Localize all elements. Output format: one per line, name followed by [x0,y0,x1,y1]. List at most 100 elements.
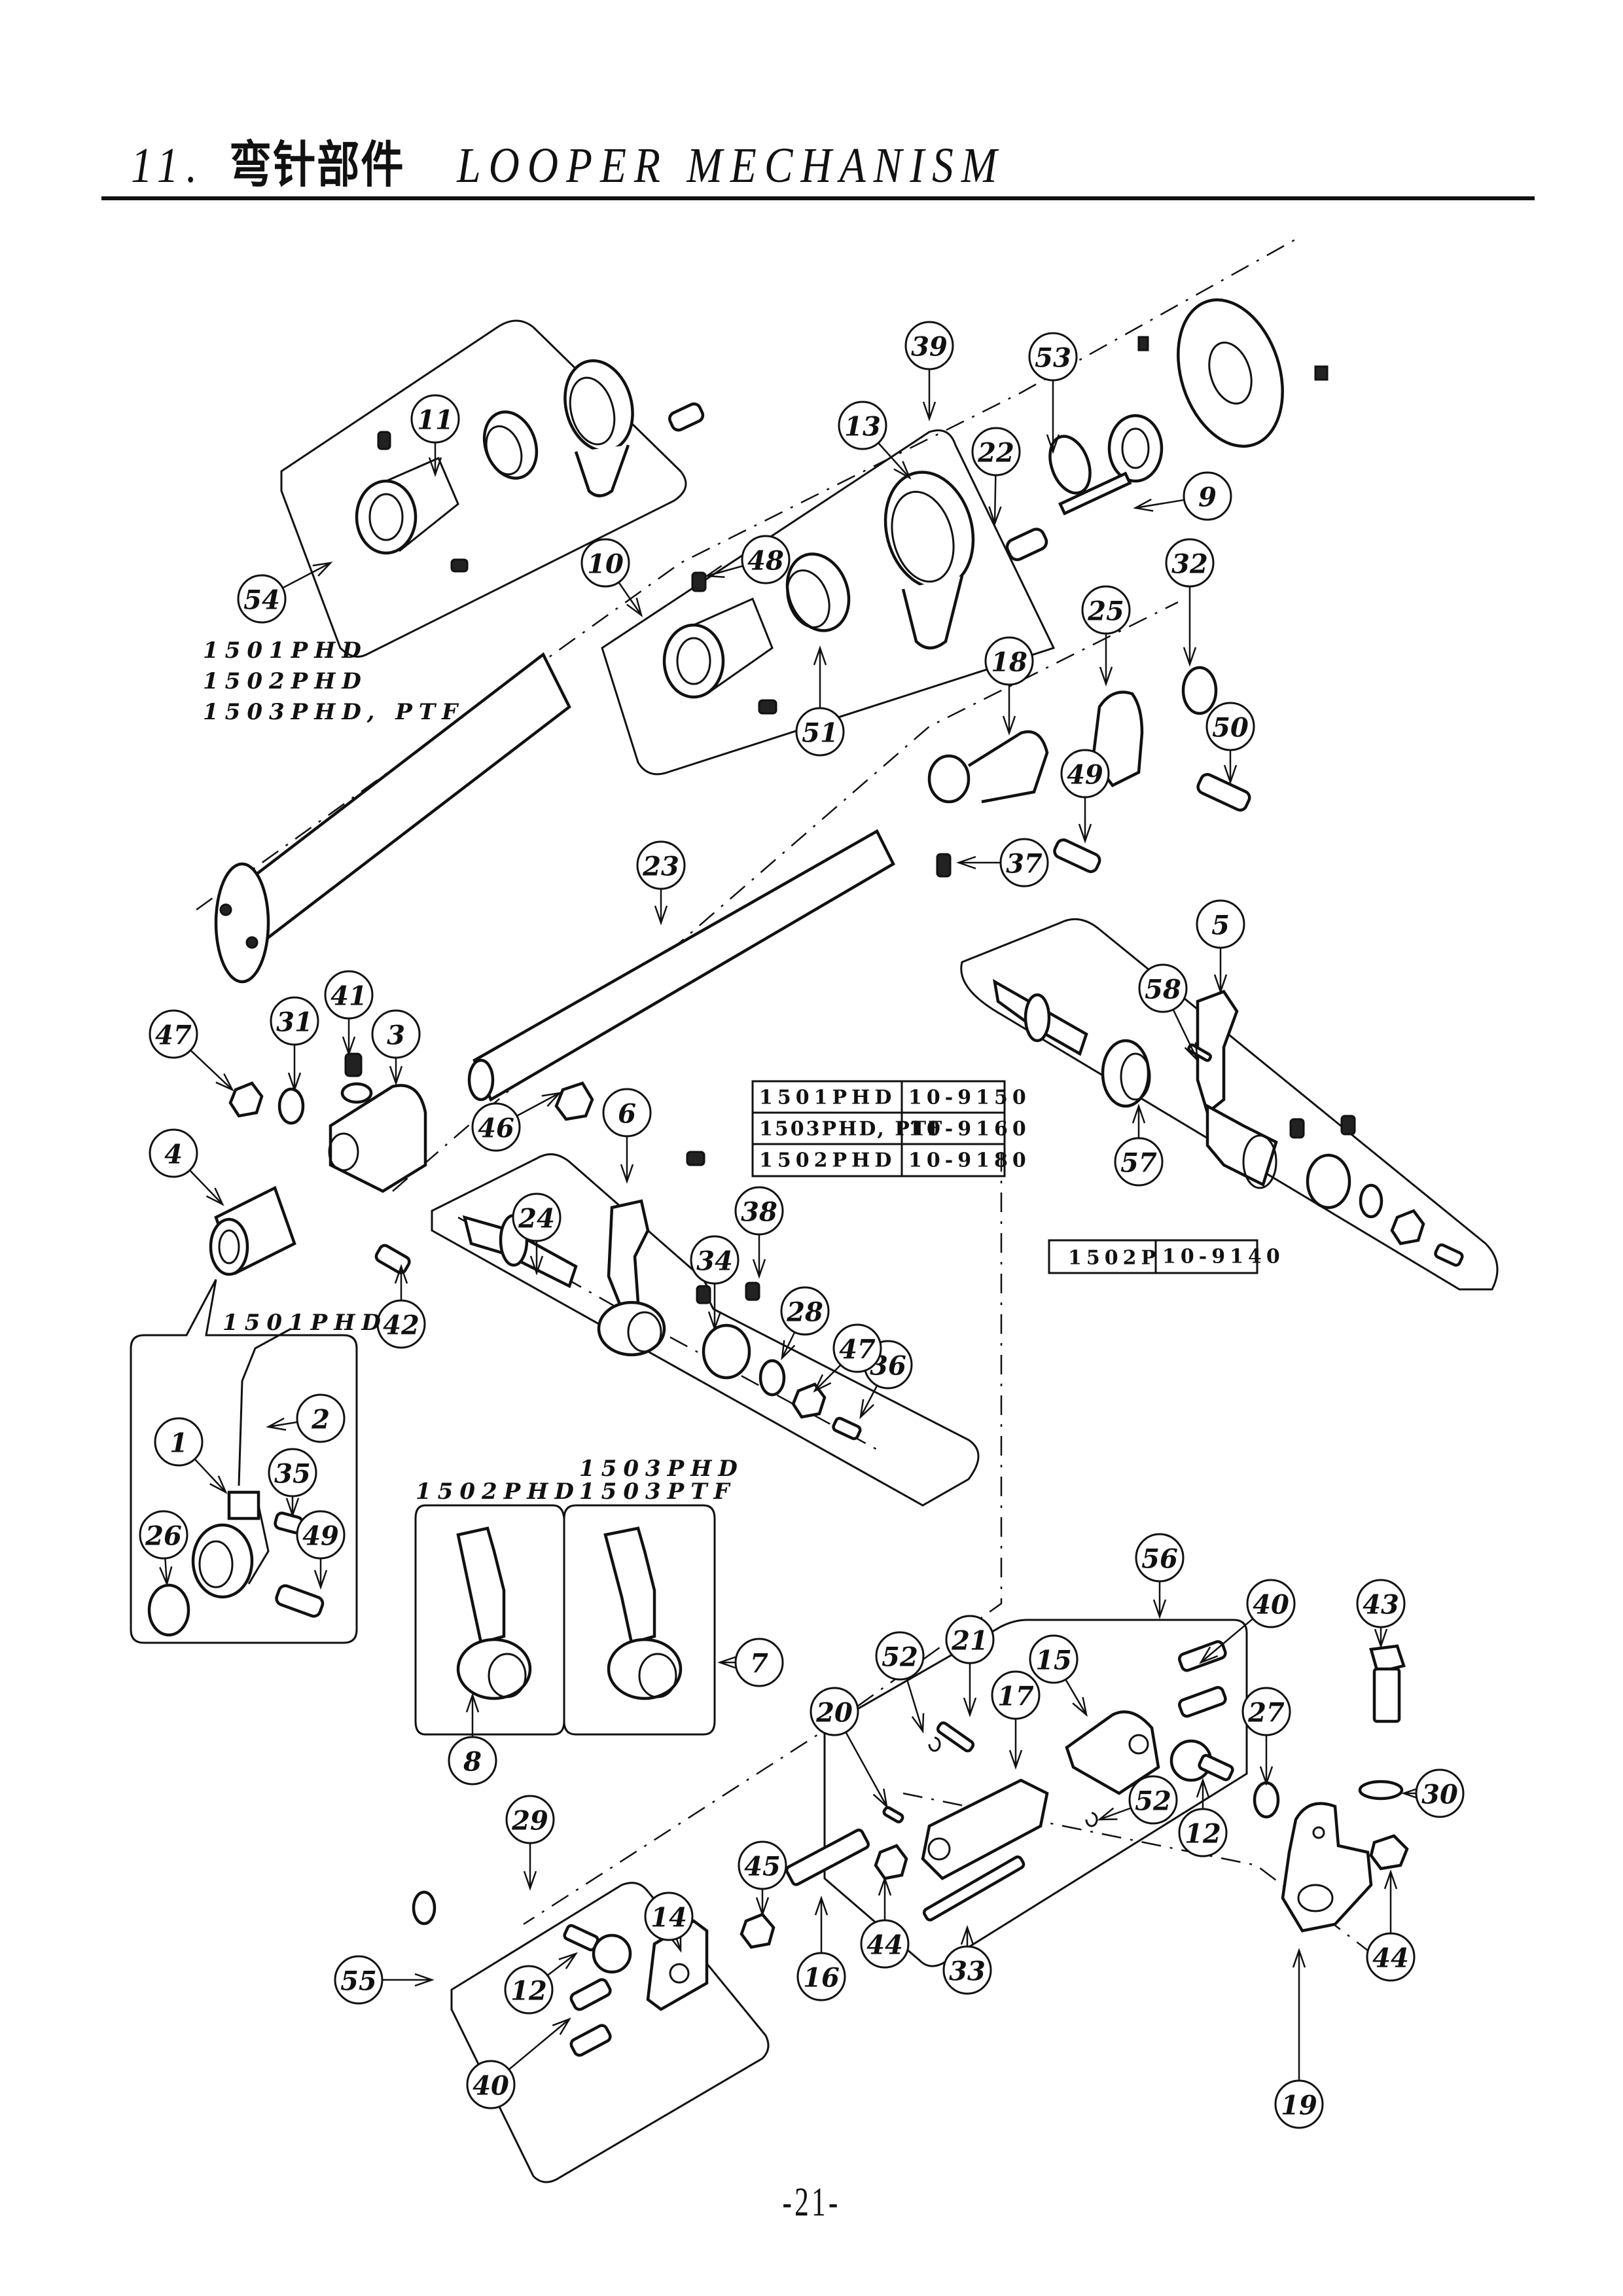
callout-11[interactable]: 11 [410,394,460,444]
callout-number: 47 [155,1020,192,1051]
callout-19[interactable]: 19 [1274,2079,1324,2129]
leader-line-58 [1172,1009,1199,1061]
part-44-nut-left [874,1844,908,1880]
callout-12[interactable]: 12 [504,1965,554,2015]
part-46-nut [554,1081,594,1121]
arrowhead-14 [669,1932,682,1953]
callout-34[interactable]: 34 [690,1235,740,1285]
callout-42[interactable]: 42 [376,1299,426,1349]
callout-49[interactable]: 49 [1060,749,1110,798]
callout-56[interactable]: 56 [1135,1533,1185,1583]
arrowhead-50 [1223,764,1238,785]
callout-41[interactable]: 41 [324,970,374,1020]
callout-40[interactable]: 40 [1246,1579,1296,1628]
leader-line-46 [516,1092,560,1117]
callout-35[interactable]: 35 [268,1448,317,1498]
callout-37[interactable]: 37 [999,838,1049,888]
arrowhead-23 [654,905,668,925]
callout-2[interactable]: 2 [296,1393,346,1443]
callout-16[interactable]: 16 [796,1952,846,2001]
callout-58[interactable]: 58 [1138,963,1188,1013]
callout-13[interactable]: 13 [838,401,887,450]
callout-47[interactable]: 47 [832,1323,882,1373]
callout-45[interactable]: 45 [738,1840,787,1890]
arrowhead-39 [922,401,936,422]
callout-circle [644,1892,694,1941]
callout-number: 53 [1035,343,1071,374]
callout-50[interactable]: 50 [1205,702,1255,751]
callout-39[interactable]: 39 [904,321,954,370]
part-38-screw-b [745,1282,760,1301]
callout-54[interactable]: 54 [237,574,287,624]
leader-line-1 [194,1458,226,1493]
callout-23[interactable]: 23 [636,840,686,890]
callout-31[interactable]: 31 [270,996,319,1046]
arrowhead-44 [878,1876,892,1896]
callout-number: 31 [276,1007,313,1038]
callout-46[interactable]: 46 [471,1102,521,1152]
callout-18[interactable]: 18 [984,636,1034,686]
callout-51[interactable]: 51 [795,707,845,757]
callout-24[interactable]: 24 [512,1193,562,1242]
callout-number: 52 [1135,1786,1171,1817]
frame-assembly-39 [601,429,1056,776]
callout-circle [580,538,630,588]
callout-40[interactable]: 40 [466,2060,516,2109]
callout-14[interactable]: 14 [644,1892,694,1941]
callout-47[interactable]: 47 [149,1009,198,1059]
callout-circle [512,1193,562,1242]
callout-20[interactable]: 20 [810,1687,859,1736]
callout-30[interactable]: 30 [1415,1768,1465,1818]
callout-22[interactable]: 22 [971,427,1021,476]
callout-43[interactable]: 43 [1356,1579,1406,1628]
part-48-set-screw-b [758,699,777,715]
callout-5[interactable]: 5 [1196,899,1245,949]
callout-55[interactable]: 55 [334,1955,383,2005]
callout-44[interactable]: 44 [860,1919,910,1969]
callout-3[interactable]: 3 [371,1009,421,1059]
callout-4[interactable]: 4 [149,1128,198,1178]
leader-line-10 [618,581,643,616]
callout-28[interactable]: 28 [780,1286,830,1336]
callout-15[interactable]: 15 [1029,1634,1079,1684]
leader-lines [159,369,1421,2081]
callout-number: 20 [815,1698,853,1729]
callout-number: 9 [1198,482,1217,513]
callout-48[interactable]: 48 [741,535,791,584]
callout-33[interactable]: 33 [942,1945,992,1995]
callout-10[interactable]: 10 [580,538,630,588]
callout-number: 54 [243,585,280,616]
part-45-nut [740,1912,776,1949]
callout-25[interactable]: 25 [1081,585,1131,635]
callout-9[interactable]: 9 [1183,471,1232,521]
part-main-shaft [214,652,571,984]
callout-57[interactable]: 57 [1114,1137,1164,1187]
table-model-2: 1502PHD [759,1149,896,1172]
callout-number: 49 [1067,760,1103,791]
callout-53[interactable]: 53 [1028,332,1078,382]
leader-line-54 [282,562,331,589]
part-screw-1502P [1434,1243,1464,1267]
callout-17[interactable]: 17 [991,1670,1041,1720]
callout-21[interactable]: 21 [945,1615,995,1664]
callout-52[interactable]: 52 [875,1631,925,1681]
callout-26[interactable]: 26 [139,1510,188,1560]
callout-circle [1028,332,1078,382]
callout-27[interactable]: 27 [1241,1687,1291,1736]
callout-circle [237,574,287,624]
callout-29[interactable]: 29 [505,1795,555,1844]
callout-number: 29 [511,1806,548,1837]
callout-52[interactable]: 52 [1128,1775,1178,1825]
callout-32[interactable]: 32 [1165,538,1215,588]
callout-7[interactable]: 7 [734,1638,784,1687]
callout-38[interactable]: 38 [734,1186,784,1236]
callout-44[interactable]: 44 [1366,1932,1416,1982]
callout-8[interactable]: 8 [448,1736,497,1785]
callout-12[interactable]: 12 [1178,1808,1228,1857]
callout-49[interactable]: 49 [296,1510,346,1560]
callout-1[interactable]: 1 [154,1417,204,1467]
callout-number: 49 [302,1521,339,1552]
arrowhead-53 [1046,434,1060,454]
callout-6[interactable]: 6 [602,1088,652,1138]
